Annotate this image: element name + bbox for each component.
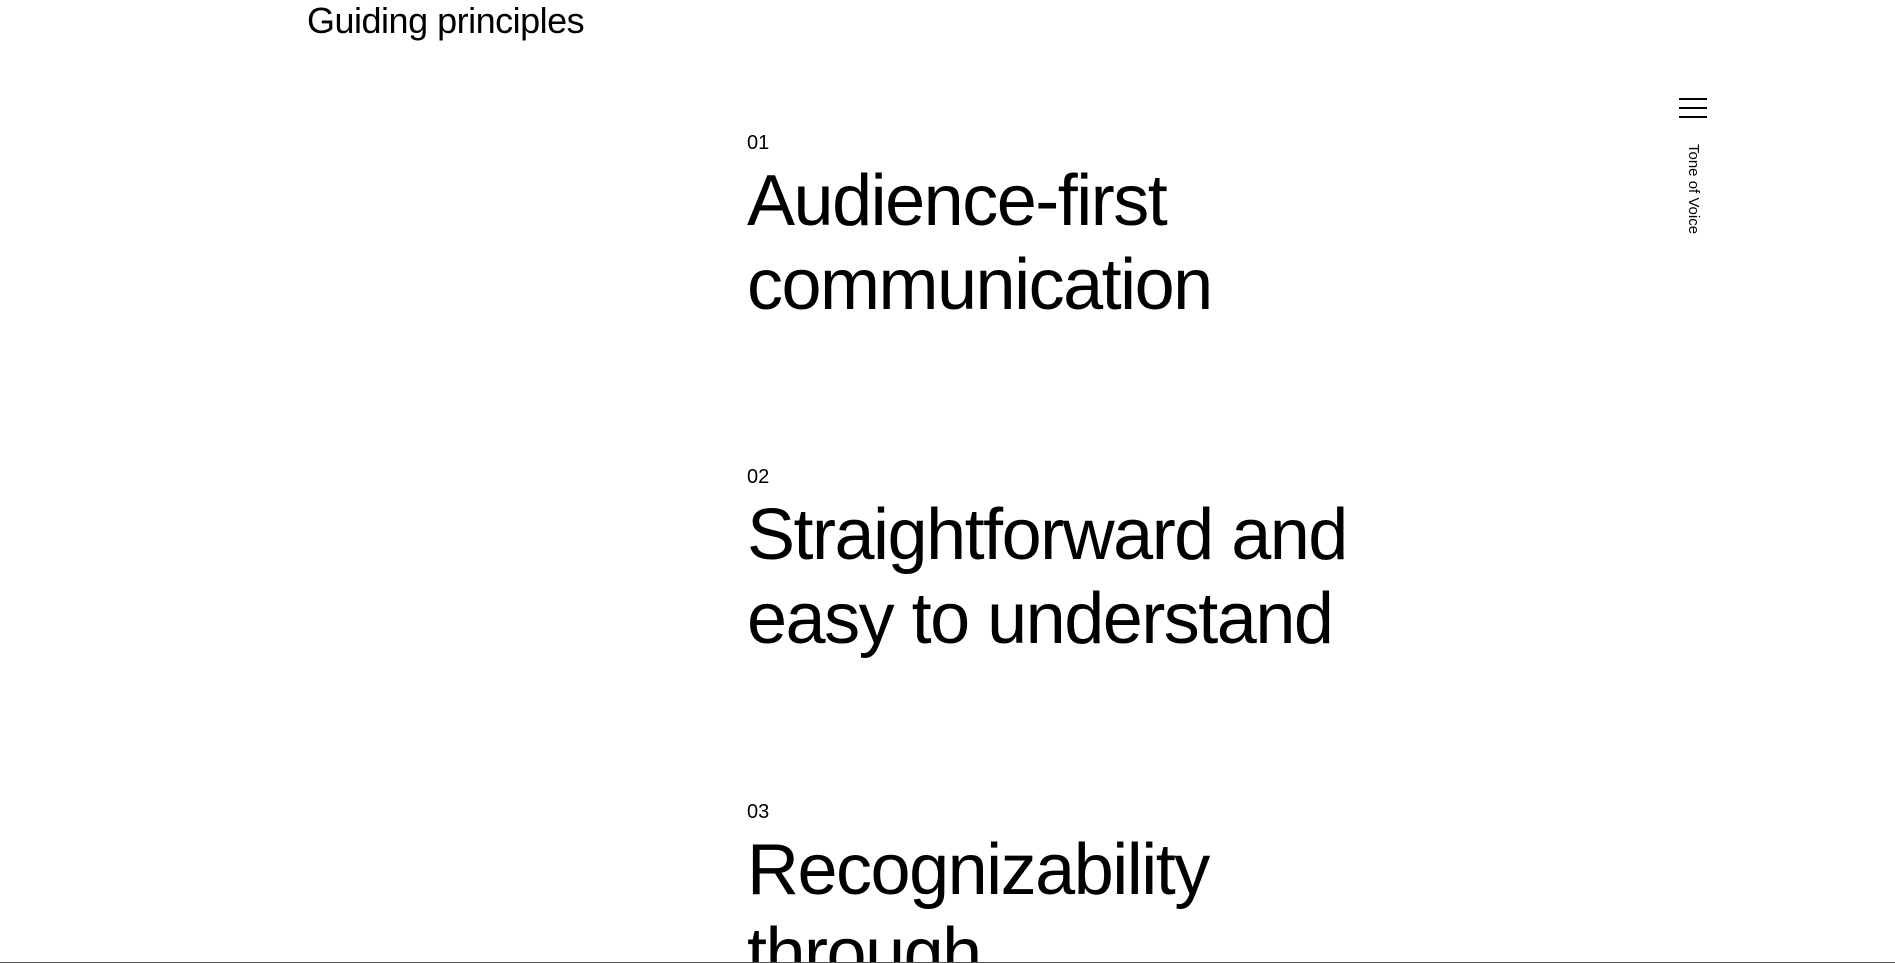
principle-item: 02 Straightforward and easy to understan…	[747, 465, 1567, 661]
principle-heading: Straightforward and easy to understand	[747, 493, 1567, 661]
principle-heading: Audience-first communication	[747, 159, 1567, 327]
principle-heading-line: Recognizability	[747, 830, 1210, 910]
side-nav: Tone of Voice	[1671, 92, 1715, 262]
hamburger-icon	[1679, 98, 1707, 100]
principle-number: 03	[747, 801, 770, 823]
section-title: Guiding principles	[307, 0, 585, 41]
hamburger-icon-bar	[1679, 107, 1707, 109]
hamburger-icon-bar	[1679, 116, 1707, 118]
principle-heading-line: communication	[747, 245, 1213, 325]
principle-number: 02	[747, 466, 770, 488]
current-page-label[interactable]: Tone of Voice	[1685, 144, 1702, 235]
principle-number: 01	[747, 132, 770, 154]
menu-button[interactable]	[1671, 92, 1715, 124]
principle-item: 03 Recognizability through	[747, 800, 1567, 963]
principle-heading-line: through	[747, 914, 982, 963]
principle-heading-line: easy to understand	[747, 579, 1334, 659]
principle-heading-line: Straightforward and	[747, 495, 1348, 575]
principle-item: 01 Audience-first communication	[747, 131, 1567, 327]
principle-heading-line: Audience-first	[747, 161, 1168, 241]
principle-heading: Recognizability through	[747, 828, 1567, 963]
